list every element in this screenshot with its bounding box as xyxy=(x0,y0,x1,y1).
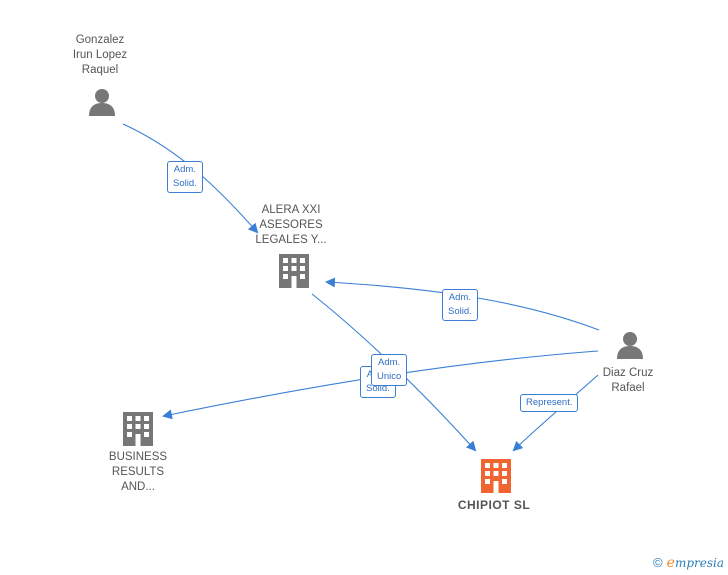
edge-label-diaz-alera: Adm. Solid. xyxy=(442,289,478,321)
building-icon[interactable] xyxy=(279,254,309,288)
edge-label-gonzalez-alera: Adm. Solid. xyxy=(167,161,203,193)
copyright-symbol: © xyxy=(653,555,663,570)
main-company-building-icon[interactable] xyxy=(481,459,511,493)
node-label-diaz[interactable]: Diaz Cruz Rafael xyxy=(602,367,654,394)
node-label-alera[interactable]: ALERA XXI ASESORES LEGALES Y... xyxy=(255,204,327,246)
building-icon[interactable] xyxy=(123,412,153,446)
brand-footer: ©empresia xyxy=(653,555,724,571)
node-label-gonzalez[interactable]: Gonzalez Irun Lopez Raquel xyxy=(72,34,128,76)
brand-logo-e: e xyxy=(666,555,675,571)
edge-label-alera-chipiot: Adm. Unico xyxy=(371,354,408,386)
brand-logo-text: mpresia xyxy=(674,556,724,570)
edge-diaz-chipiot xyxy=(512,374,599,452)
edge-label-diaz-chipiot: Represent. xyxy=(520,394,579,412)
node-label-business[interactable]: BUSINESS RESULTS AND... xyxy=(108,451,168,493)
node-label-chipiot[interactable]: CHIPIOT SL xyxy=(457,498,531,512)
person-icon[interactable] xyxy=(617,332,643,359)
person-icon[interactable] xyxy=(89,89,115,116)
